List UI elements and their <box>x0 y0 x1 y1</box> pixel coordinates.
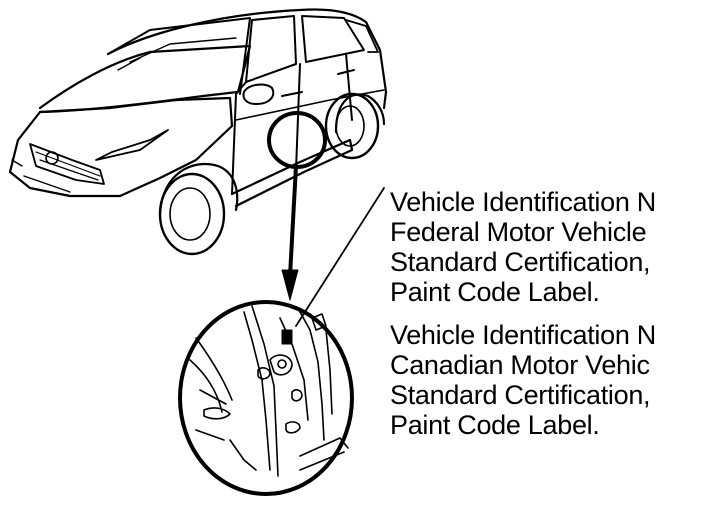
leader-arrow <box>281 164 299 301</box>
suv-rear-wheel <box>324 92 380 160</box>
vin-label-marker <box>281 329 293 345</box>
suv-rear-window <box>301 15 365 63</box>
federal-label-callout: Vehicle Identification N Federal Motor V… <box>390 187 704 307</box>
suv-front-wheel <box>158 172 226 256</box>
door-latch <box>269 354 293 376</box>
suv-front-fascia <box>8 96 234 198</box>
federal-label-line-3: Standard Certification, <box>390 247 651 277</box>
suv-rear-door <box>295 53 353 171</box>
canadian-label-line-2: Canadian Motor Vehic <box>390 350 650 380</box>
label-pointer-line <box>295 187 385 327</box>
suv-front-window <box>245 15 297 83</box>
canadian-label-callout: Vehicle Identification N Canadian Motor … <box>390 320 704 440</box>
suv-emblem <box>45 151 59 165</box>
suv-windshield <box>107 17 251 95</box>
magnified-detail <box>178 300 354 496</box>
canadian-label-line-1: Vehicle Identification N <box>390 320 656 350</box>
suv-rear-arch <box>334 93 386 134</box>
suv-grille <box>29 143 105 185</box>
federal-label-line-4: Paint Code Label. <box>390 277 600 307</box>
suv-drawing <box>8 8 388 256</box>
suv-mirror <box>242 83 275 105</box>
magnified-circle <box>178 300 354 496</box>
canadian-label-line-3: Standard Certification, <box>390 380 651 410</box>
federal-label-line-1: Vehicle Identification N <box>390 187 656 217</box>
federal-label-line-2: Federal Motor Vehicle <box>390 217 647 247</box>
canadian-label-line-4: Paint Code Label. <box>390 410 600 440</box>
suv-front-door <box>231 81 247 195</box>
suv-headlight <box>95 129 169 161</box>
suv-roof-outline <box>106 8 388 110</box>
